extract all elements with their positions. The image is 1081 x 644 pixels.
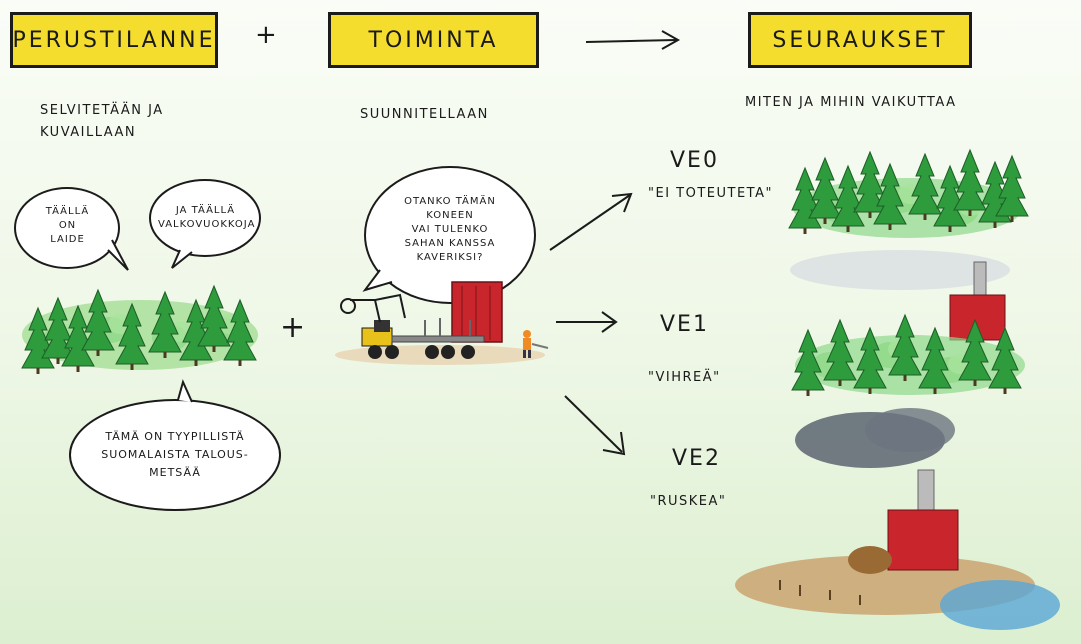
ve0-quote: "EI TOTEUTETA" <box>648 186 773 201</box>
subtitle-miten: MITEN JA MIHIN VAIKUTTAA <box>745 95 957 110</box>
header-seuraukset: SEURAUKSET <box>748 12 972 68</box>
ve2-quote: "RUSKEA" <box>650 494 727 509</box>
bubble-taalla-line2: ON <box>58 220 77 231</box>
header-seuraukset-label: SEURAUKSET <box>772 27 948 53</box>
arrows-to-alternatives <box>549 192 633 456</box>
ve1-code: VE1 <box>660 312 709 337</box>
ve1-scene <box>790 250 1025 397</box>
ve2-scene <box>735 408 1060 630</box>
bubble-ja-taalla <box>149 179 261 269</box>
bubble-otanko-line3: VAI TULENKO <box>411 224 489 235</box>
bubble-ja-taalla-text: JA TÄÄLLÄ VALKOVUOKKOJA <box>158 204 256 232</box>
bubble-otanko-text: OTANKO TÄMÄN KONEEN VAI TULENKO SAHAN KA… <box>385 195 515 265</box>
plus-sign-header: + <box>255 20 277 50</box>
bubble-tama-text: TÄMÄ ON TYYPILLISTÄ SUOMALAISTA TALOUS- … <box>85 428 265 482</box>
bubble-taalla-line1: TÄÄLLÄ <box>45 206 90 217</box>
bubble-tama <box>69 379 281 511</box>
bubble-otanko-line2: KONEEN <box>426 210 474 221</box>
forest-left <box>21 285 258 375</box>
header-perustilanne: PERUSTILANNE <box>10 12 218 68</box>
subtitle-suunnitellaan: SUUNNITELLAAN <box>360 107 489 122</box>
bubble-ja-taalla-line1: JA TÄÄLLÄ <box>175 205 236 216</box>
bubble-taalla-text: TÄÄLLÄ ON LAIDE <box>30 205 105 247</box>
bubble-taalla-line3: LAIDE <box>50 234 85 245</box>
header-toiminta-label: TOIMINTA <box>368 27 499 53</box>
bubble-otanko-line5: KAVERIKSI? <box>416 252 484 263</box>
ve2-code: VE2 <box>672 446 721 471</box>
subtitle-selvitetaan-line1: SELVITETÄÄN JA <box>40 103 164 118</box>
ve0-forest <box>788 149 1029 238</box>
plus-sign-middle: + <box>280 310 306 345</box>
header-toiminta: TOIMINTA <box>328 12 539 68</box>
header-arrow <box>585 30 681 50</box>
header-perustilanne-label: PERUSTILANNE <box>12 27 216 53</box>
bubble-tama-line3: METSÄÄ <box>149 466 201 479</box>
bubble-otanko-line4: SAHAN KANSSA <box>404 238 496 249</box>
bubble-otanko <box>362 166 536 304</box>
bubble-tama-line2: SUOMALAISTA TALOUS- <box>101 448 249 461</box>
subtitle-selvitetaan-line2: KUVAILLAAN <box>40 125 137 140</box>
bubble-otanko-line1: OTANKO TÄMÄN <box>404 196 496 207</box>
forest-machine-scene <box>335 281 549 365</box>
subtitle-selvitetaan: SELVITETÄÄN JA KUVAILLAAN <box>40 100 164 144</box>
bubble-taalla <box>14 187 129 271</box>
bubble-tama-line1: TÄMÄ ON TYYPILLISTÄ <box>105 430 245 443</box>
bubble-ja-taalla-line2: VALKOVUOKKOJA <box>158 219 256 230</box>
ve1-quote: "VIHREÄ" <box>648 370 721 385</box>
ve0-code: VE0 <box>670 148 719 173</box>
